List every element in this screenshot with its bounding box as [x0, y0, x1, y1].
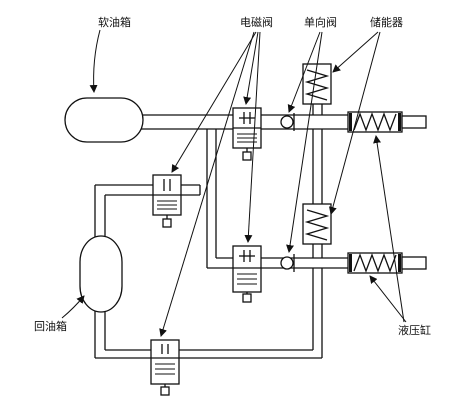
solenoid-valve-4: [150, 339, 180, 396]
label-return-tank: 回油箱: [34, 319, 67, 333]
hydraulic-cylinder-1: [347, 111, 427, 133]
soft-tank-shape: [64, 97, 144, 143]
return-tank-shape: [79, 235, 123, 313]
check-valve-1: [280, 113, 295, 131]
leader-lines: [61, 29, 407, 337]
label-soft-tank: 软油箱: [98, 15, 131, 29]
check-valve-2: [280, 254, 295, 272]
label-solenoid-valve: 电磁阀: [240, 15, 273, 29]
label-accumulator: 储能器: [370, 15, 403, 29]
solenoid-valve-1: [232, 107, 262, 161]
hydraulic-cylinder-2: [347, 252, 427, 274]
accumulator-2: [302, 203, 332, 245]
label-hydraulic-cylinder: 液压缸: [398, 323, 431, 337]
label-check-valve: 单向阀: [304, 15, 337, 29]
solenoid-valve-3: [232, 245, 262, 303]
solenoid-valve-2: [152, 174, 182, 228]
accumulator-1: [302, 63, 332, 115]
